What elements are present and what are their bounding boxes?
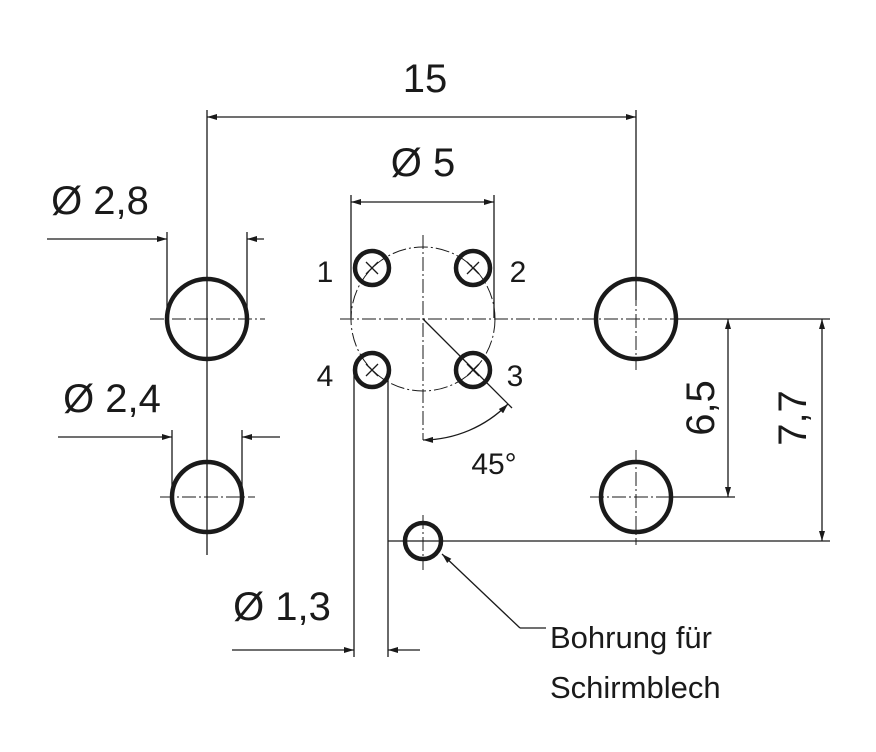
dim-medium-hole-label: Ø 2,4	[63, 377, 161, 421]
leader-line	[441, 553, 546, 629]
pin-2	[453, 248, 493, 288]
dim-width-label: 15	[403, 57, 448, 101]
pin-label-4: 4	[317, 360, 334, 393]
center-lines	[150, 235, 680, 570]
note-line-2: Schirmblech	[550, 670, 721, 705]
pin-label-3: 3	[507, 360, 524, 393]
note-line-1: Bohrung für	[550, 620, 712, 655]
pin-label-1: 1	[317, 256, 334, 289]
angle-indicator	[422, 318, 513, 443]
hole-large-left	[164, 276, 250, 362]
dimension-lines	[47, 114, 825, 653]
angle-label: 45°	[471, 448, 516, 481]
dim-large-hole-label: Ø 2,8	[51, 179, 149, 223]
pin-1	[352, 248, 392, 288]
pin-4	[352, 350, 392, 390]
hole-shield	[402, 520, 444, 562]
extension-lines	[166, 110, 830, 657]
dim-small-hole-label: Ø 1,3	[233, 585, 331, 629]
pin-label-2: 2	[510, 256, 527, 289]
dim-pitch-circle-label: Ø 5	[391, 141, 455, 185]
hole-medium-right	[598, 459, 674, 535]
hole-large-right	[593, 276, 679, 362]
hole-medium-left	[169, 459, 245, 535]
pin-holes	[352, 248, 493, 390]
dim-vertical-outer-label: 7,7	[771, 390, 815, 446]
pin-3	[453, 350, 493, 390]
dim-vertical-inner-label: 6,5	[679, 380, 723, 436]
mounting-holes	[164, 276, 679, 562]
